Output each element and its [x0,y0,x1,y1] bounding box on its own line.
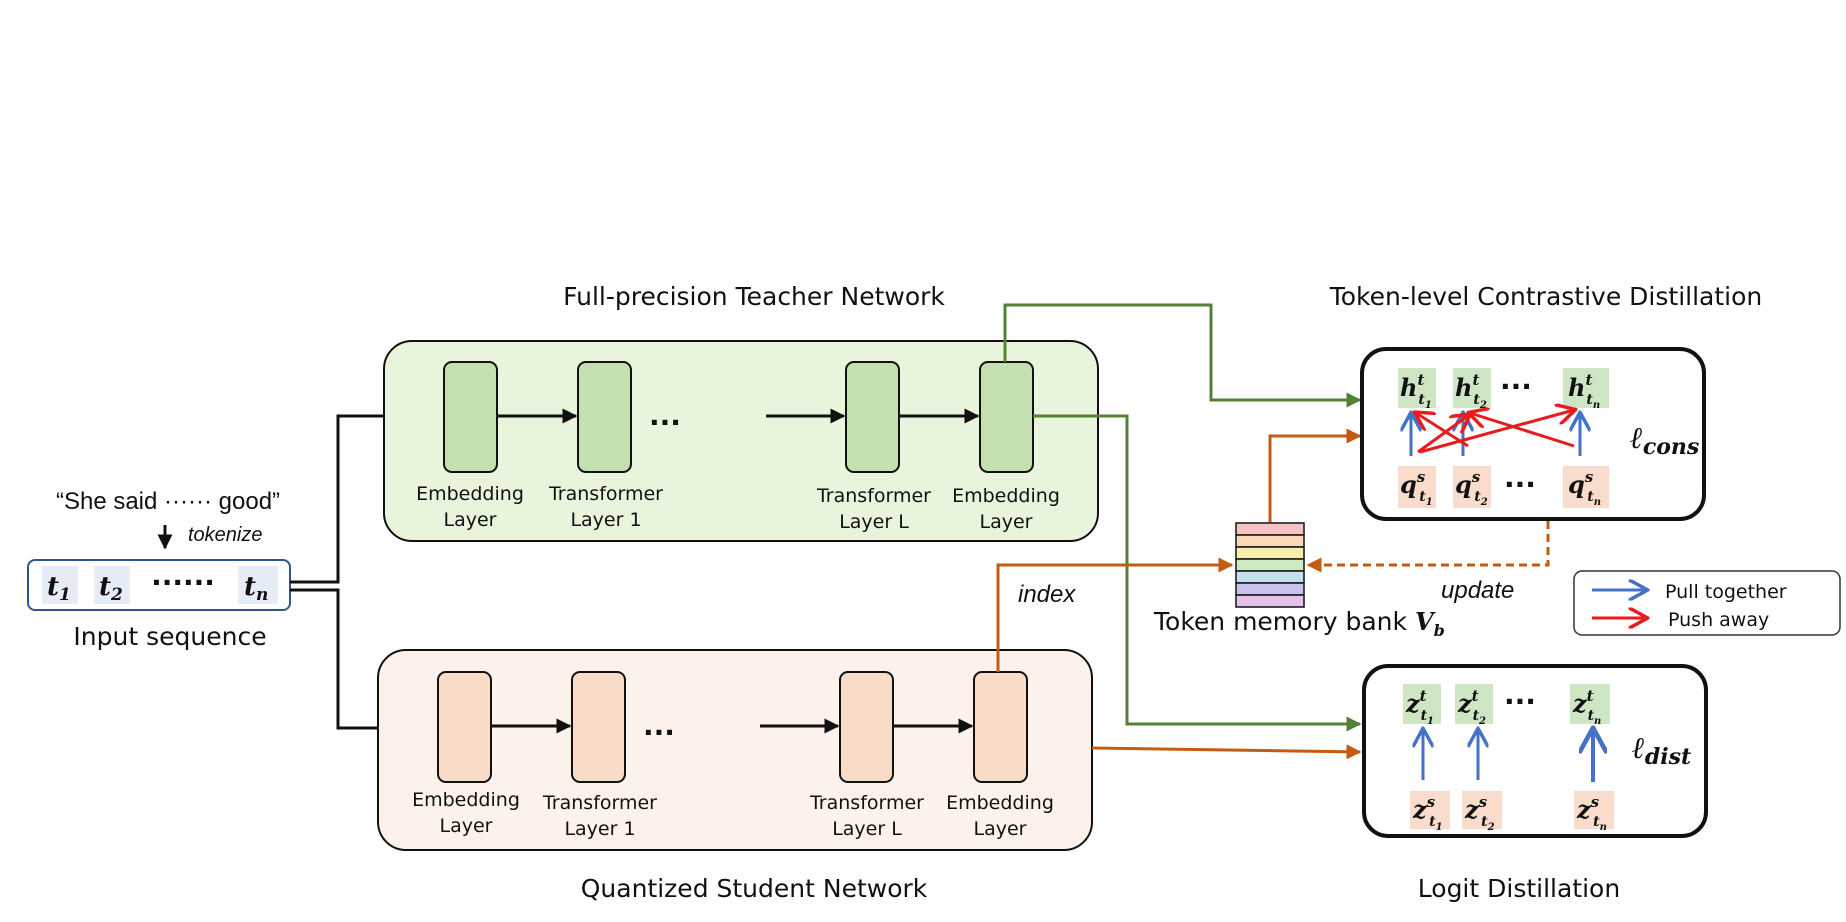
logit-distillation-title: Logit Distillation [1418,874,1620,903]
legend-pull-label: Pull together [1665,581,1787,603]
token-1-tile [42,566,78,604]
memory-bank-stripe [1235,594,1305,608]
tokenize-label: tokenize [188,524,263,546]
push-arrow-a [1417,415,1469,454]
teacher-trL-label-2: Layer L [839,511,909,533]
student-network-box [377,649,1093,851]
memory-bank-stripe [1235,522,1305,536]
student-embedding-in-block [437,671,492,783]
teacher-transformer-1-block [577,361,632,473]
contrastive-distillation-title: Token-level Contrastive Distillation [1329,282,1763,311]
q-dots: ··· [1504,468,1536,501]
teacher-emb-in-label-2: Layer [444,509,497,531]
teacher-network-box [383,340,1099,542]
student-to-logit-arrow [1091,744,1362,760]
z-student-tile-2 [1462,791,1502,829]
push-arrow-b [1419,410,1574,454]
contrastive-loss: ℓcons [1630,421,1699,460]
teacher-transformer-L-block [845,361,900,473]
teacher-trL-label-1: Transformer [816,485,931,507]
index-label: index [1018,581,1076,608]
legend-push-label: Push away [1668,609,1769,631]
teacher-to-contrastive-arrow [1003,303,1362,408]
z-teacher-tile-n [1570,684,1610,724]
z-teacher-dots: ··· [1504,685,1536,718]
teacher-emb-in-label-1: Embedding [416,483,524,505]
q-tile-1 [1398,466,1436,508]
student-emb-in-label-1: Embedding [412,789,520,811]
student-embedding-out-block [973,671,1028,783]
z-student-tile-1 [1410,791,1450,829]
memory-bank-label: Token memory bank Vb [1153,607,1445,640]
h-tile-1 [1398,368,1436,408]
q-tile-n [1563,466,1609,508]
memory-bank-stripe [1235,570,1305,584]
student-emb-out-label-1: Embedding [946,792,1054,814]
token-n-tile [238,566,278,604]
student-emb-out-label-2: Layer [974,818,1027,840]
student-transformer-1-block [571,671,626,783]
q-tile-2 [1453,466,1491,508]
teacher-embedding-in-block [443,361,498,473]
input-sequence-label: Input sequence [73,622,266,651]
input-sentence: “She said ······ good” [56,488,280,515]
token-memory-bank [1235,522,1305,608]
token-1: t1 [47,572,71,605]
token-2: t2 [99,572,123,605]
student-network-title: Quantized Student Network [581,874,928,903]
h-dots: ··· [1500,370,1532,403]
memory-bank-stripe [1235,558,1305,572]
input-sequence-box [27,559,291,611]
student-emb-in-label-2: Layer [440,815,493,837]
student-transformer-L-block [839,671,894,783]
student-tr1-label-1: Transformer [542,792,657,814]
teacher-tr1-label-2: Layer 1 [570,509,641,531]
memory-bank-stripe [1235,582,1305,596]
teacher-emb-out-label-2: Layer [980,511,1033,533]
student-tr1-label-2: Layer 1 [564,818,635,840]
token-n: tn [244,572,268,605]
h-tile-n [1563,368,1609,408]
h-tile-2 [1453,368,1491,408]
z-teacher-tile-2 [1455,684,1493,724]
token-dots: ······ [151,566,215,599]
memory-bank-to-contrastive-arrow [1268,428,1362,522]
teacher-to-logit-arrow [1033,414,1362,732]
student-trL-label-1: Transformer [809,792,924,814]
push-arrow-d [1470,413,1575,448]
z-teacher-tile-1 [1403,684,1441,724]
teacher-network-title: Full-precision Teacher Network [563,282,945,311]
teacher-emb-out-label-1: Embedding [952,485,1060,507]
logit-loss: ℓdist [1632,731,1691,770]
student-trL-label-2: Layer L [832,818,902,840]
teacher-embedding-out-block [979,361,1034,473]
push-arrow-c [1416,413,1469,448]
teacher-dots: ··· [649,406,681,439]
memory-bank-stripe [1235,534,1305,548]
token-2-tile [94,566,130,604]
student-dots: ··· [643,716,675,749]
memory-bank-stripe [1235,546,1305,560]
update-dashed-arrow [1306,521,1550,573]
z-student-tile-n [1574,791,1614,829]
student-to-memory-bank-arrow [996,557,1234,672]
update-label: update [1441,577,1514,604]
teacher-tr1-label-1: Transformer [548,483,663,505]
